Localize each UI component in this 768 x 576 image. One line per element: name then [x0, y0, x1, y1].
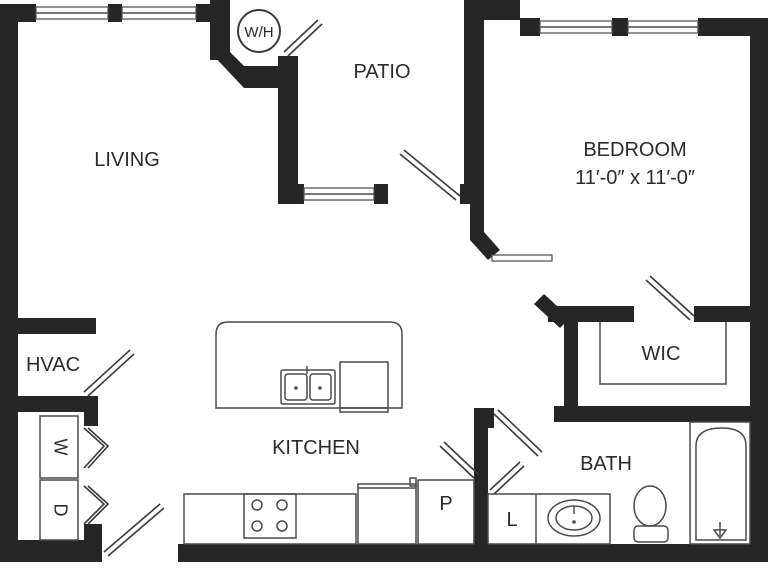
living-label: LIVING	[94, 149, 160, 171]
bath-vanity	[487, 493, 611, 545]
kitchen-sink-icon	[280, 366, 336, 405]
dryer-box	[39, 479, 79, 541]
washer-label: W	[50, 439, 70, 456]
linen-label: L	[506, 509, 517, 531]
dishwasher	[339, 361, 389, 413]
kitchen-island	[215, 321, 403, 409]
doors	[83, 19, 695, 557]
water-heater-label: W/H	[244, 24, 273, 41]
washer-box	[39, 415, 79, 479]
windows	[35, 6, 699, 201]
bedroom-label: BEDROOM	[583, 139, 686, 161]
bathtub-icon	[689, 421, 751, 545]
bedroom-size-label: 11′-0″ x 11′-0″	[575, 167, 695, 189]
bath-sink-icon	[547, 499, 601, 537]
dryer-label: D	[50, 504, 70, 517]
kitchen-label: KITCHEN	[272, 437, 360, 459]
fixtures	[39, 9, 751, 545]
pantry-label: P	[439, 493, 452, 515]
bath-label: BATH	[580, 453, 632, 475]
toilet-icon	[633, 485, 669, 543]
pantry-closet	[417, 479, 475, 545]
hvac-label: HVAC	[26, 354, 80, 376]
refrigerator	[357, 483, 417, 545]
room-labels: W/H LIVING PATIO BEDROOM 11′-0″ x 11′-0″…	[26, 24, 695, 531]
wic-label: WIC	[642, 343, 681, 365]
walls	[0, 0, 768, 562]
wic-shelf	[599, 322, 727, 385]
range-icon	[243, 493, 297, 539]
water-heater-tank	[237, 9, 281, 53]
patio-label: PATIO	[353, 61, 410, 83]
kitchen-counter	[183, 493, 357, 545]
